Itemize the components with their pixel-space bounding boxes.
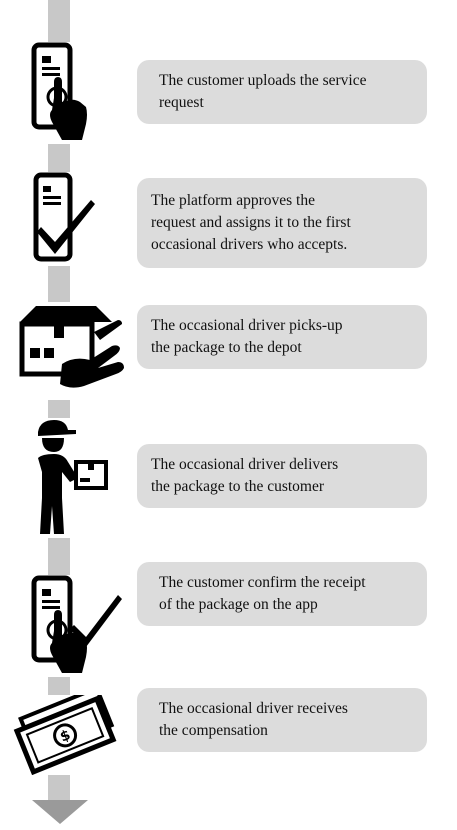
step-text-3: The occasional driver picks-up the packa…: [151, 317, 343, 356]
step-text-5: The customer confirm the receipt of the …: [159, 574, 366, 613]
step-box-2: The platform approves the request and as…: [137, 178, 427, 268]
step-box-6: The occasional driver receives the compe…: [137, 688, 427, 752]
flow-connector: [48, 670, 70, 698]
step-text-1: The customer uploads the service request: [159, 72, 367, 111]
flow-connector: [48, 535, 70, 580]
flow-connector: [48, 0, 70, 48]
step-box-5: The customer confirm the receipt of the …: [137, 562, 427, 626]
flow-connector: [48, 400, 70, 422]
money-bill-icon: $: [10, 695, 122, 775]
phone-check-icon: [33, 172, 97, 266]
flow-arrow-head: [32, 800, 88, 824]
step-box-1: The customer uploads the service request: [137, 60, 427, 124]
step-box-4: The occasional driver delivers the packa…: [137, 444, 427, 508]
phone-tap-check-icon: [30, 575, 126, 677]
step-text-4: The occasional driver delivers the packa…: [151, 456, 339, 495]
step-text-2: The platform approves the request and as…: [151, 192, 351, 253]
step-text-6: The occasional driver receives the compe…: [159, 700, 348, 739]
flow-connector: [48, 140, 70, 176]
flow-connector: [48, 770, 70, 802]
package-handover-icon: [14, 302, 126, 398]
phone-tap-icon: [30, 42, 92, 144]
flow-connector: [48, 262, 70, 312]
step-box-3: The occasional driver picks-up the packa…: [137, 305, 427, 369]
delivery-driver-icon: [30, 418, 112, 538]
